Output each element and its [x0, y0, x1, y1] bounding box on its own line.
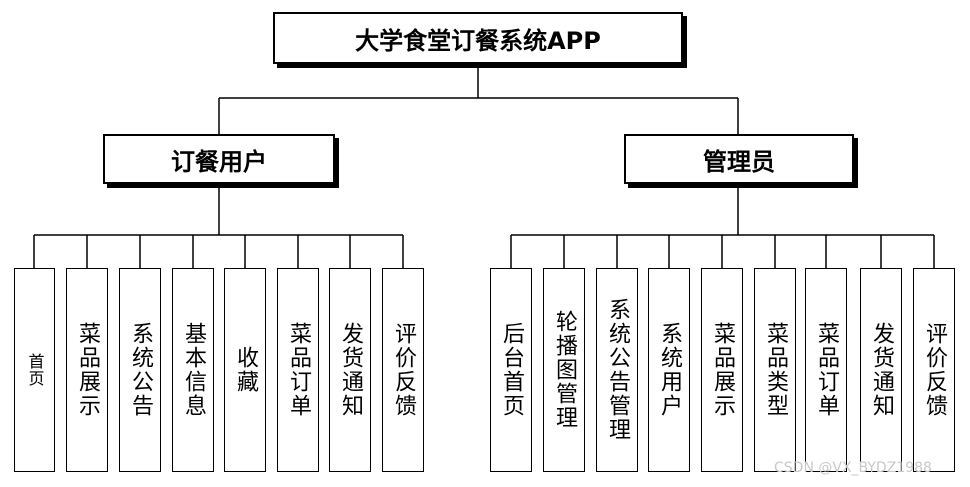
leaf-node: 菜品订单	[805, 268, 847, 472]
leaf-label: 收藏	[233, 346, 258, 394]
leaf-label: 系统公告管理	[605, 298, 630, 442]
leaf-label: 发货通知	[869, 322, 894, 418]
leaf-label: 评价反馈	[391, 322, 416, 418]
role-node-admin: 管理员	[624, 134, 854, 184]
leaf-node: 菜品展示	[701, 268, 743, 472]
watermark-text: CSDN @VX_BYDZ1988	[774, 460, 932, 476]
leaf-label: 系统公告	[128, 322, 153, 418]
leaf-label: 菜品订单	[286, 322, 311, 418]
leaf-node: 发货通知	[860, 268, 902, 472]
leaf-label: 基本信息	[181, 322, 206, 418]
leaf-label: 菜品展示	[75, 322, 100, 418]
role-label: 管理员	[703, 147, 775, 176]
leaf-node: 轮播图管理	[543, 268, 585, 472]
leaf-node: 系统用户	[648, 268, 690, 472]
leaf-label: 评价反馈	[922, 322, 947, 418]
leaf-node: 菜品类型	[754, 268, 796, 472]
leaf-node: 系统公告管理	[596, 268, 638, 472]
leaf-label: 菜品展示	[710, 322, 735, 418]
leaf-label: 后台首页	[499, 322, 524, 418]
role-label: 订餐用户	[171, 147, 267, 176]
leaf-node: 菜品展示	[66, 268, 108, 472]
leaf-node: 系统公告	[119, 268, 161, 472]
leaf-label: 菜品订单	[814, 322, 839, 418]
role-node-ordering-user: 订餐用户	[103, 134, 335, 184]
leaf-node: 收藏	[224, 268, 266, 472]
leaf-label: 首页	[25, 353, 45, 387]
leaf-label: 菜品类型	[763, 322, 788, 418]
root-label: 大学食堂订餐系统APP	[355, 26, 601, 55]
leaf-label: 发货通知	[338, 322, 363, 418]
leaf-node: 基本信息	[172, 268, 214, 472]
leaf-node: 首页	[14, 268, 55, 472]
leaf-label: 轮播图管理	[552, 310, 577, 430]
leaf-node: 后台首页	[490, 268, 532, 472]
root-node: 大学食堂订餐系统APP	[273, 12, 683, 64]
leaf-node: 菜品订单	[277, 268, 319, 472]
leaf-node: 评价反馈	[382, 268, 424, 472]
leaf-node: 评价反馈	[913, 268, 955, 472]
leaf-label: 系统用户	[657, 322, 682, 418]
leaf-node: 发货通知	[329, 268, 371, 472]
